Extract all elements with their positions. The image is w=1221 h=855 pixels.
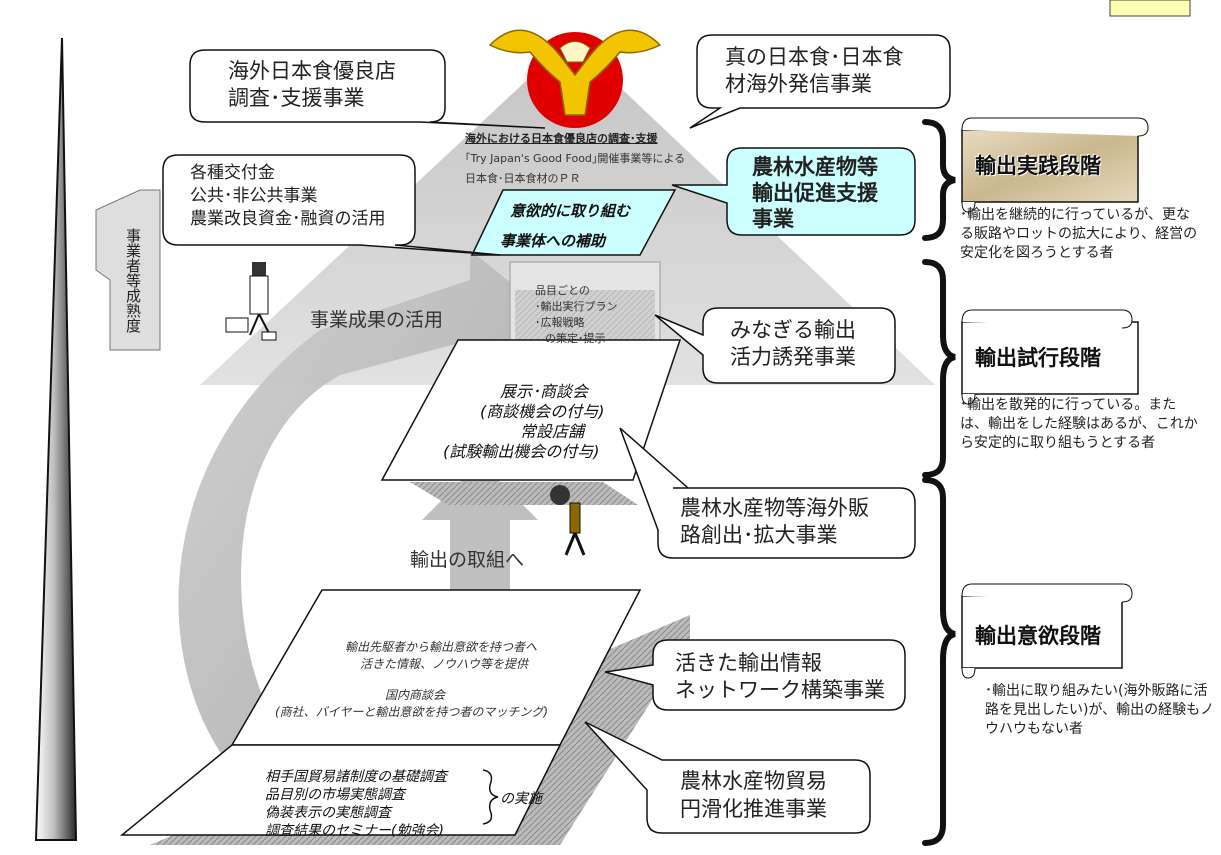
callout-trade-smoothing-line2: 円滑化推進事業 xyxy=(680,797,827,821)
callout-true-food-line1: 真の日本食･日本食 xyxy=(725,45,904,69)
exhibit-line-3: 常設店舗 xyxy=(520,422,585,441)
callout-true-food-line2: 材海外発信事業 xyxy=(725,72,872,96)
callout-vitality-line1: みなぎる輸出 xyxy=(730,318,856,342)
brace-trial xyxy=(922,259,956,478)
survey-line-3: 偽装表示の実態調査 xyxy=(265,805,391,821)
outcome-arrow xyxy=(178,250,545,805)
survey-line-4: 調査結果のセミナー(勉強会) xyxy=(265,823,444,839)
stage-intent-desc: ･輸出に取り組みたい(海外販路に活路を見出したい)が、輸出の経験もノウハウもない… xyxy=(985,683,1215,737)
pyramid-top-heading: 海外における日本食優良店の調査･支援 xyxy=(465,132,658,145)
maturity-bar xyxy=(34,37,78,841)
exhibit-box xyxy=(380,339,682,481)
plan-line-1: 品目ごとの xyxy=(535,284,590,297)
callout-market-creation-line1: 農林水産物等海外販 xyxy=(680,496,869,520)
exhibit-line-4: (試験輸出機会の付与) xyxy=(443,442,600,461)
callout-overseas-shop-line1: 海外日本食優良店 xyxy=(228,59,396,83)
callout-grants-line2: 公共･非公共事業 xyxy=(190,186,318,206)
survey-line-1: 相手国貿易諸制度の基礎調査 xyxy=(265,769,447,785)
survey-bracket xyxy=(482,769,499,825)
plan-line-2: ･輸出実行プラン xyxy=(535,300,618,313)
exhibit-box-shadow xyxy=(410,482,638,505)
pyramid-top-line1: ｢Try Japan's Good Food｣開催事業等による xyxy=(465,152,686,165)
brace-practice xyxy=(922,119,956,241)
callout-vitality-line2: 活力誘発事業 xyxy=(730,345,856,369)
stage-trial-title: 輸出試行段階 xyxy=(975,346,1101,370)
survey-suffix: の実施 xyxy=(500,791,542,807)
base-line-1: 輸出先駆者から輸出意欲を持つ者へ xyxy=(345,640,538,654)
callout-market-creation-line2: 路創出･拡大事業 xyxy=(680,523,838,547)
eagle-icon xyxy=(488,29,662,116)
base-line-2: 活きた情報、ノウハウ等を提供 xyxy=(360,657,529,671)
callout-export-promotion-line2: 輸出促進支援 xyxy=(752,181,878,205)
callout-export-promotion xyxy=(671,147,916,236)
scroll-trial xyxy=(961,309,1139,405)
base-line-4: (商社、バイヤーと輸出意欲を持つ者のマッチング) xyxy=(275,705,549,719)
stage-practice-title: 輸出実践段階 xyxy=(975,154,1101,178)
callout-network-line1: 活きた輸出情報 xyxy=(675,651,822,675)
pyramid-top-line2: 日本食･日本食材のＰＲ xyxy=(465,172,581,185)
exhibit-line-2: (商談機会の付与) xyxy=(480,402,605,421)
base-line-3: 国内商談会 xyxy=(385,688,446,702)
callout-market-creation xyxy=(619,427,916,559)
callout-grants-line3: 農業改良資金･融資の活用 xyxy=(190,209,386,229)
survey-line-2: 品目別の市場実態調査 xyxy=(265,787,405,803)
maturity-callout xyxy=(95,189,161,351)
scroll-intent xyxy=(961,583,1133,679)
callout-export-promotion-line1: 農林水産物等 xyxy=(752,155,878,179)
stage-trial-desc: ･輸出を散発的に行っている。または、輸出をした経験はあるが、これから安定的に取り… xyxy=(960,397,1198,451)
stage-practice-desc: ･輸出を継続的に行っているが、更なる販路やロットの拡大により、経営の安定化を図ろ… xyxy=(960,207,1198,261)
climbing-person-icon xyxy=(550,485,586,556)
plan-line-4: の策定･提示 xyxy=(545,332,606,345)
callout-trade-smoothing xyxy=(584,721,871,834)
brace-intent xyxy=(922,477,956,846)
outcome-arrow-label: 事業成果の活用 xyxy=(310,309,444,331)
callout-true-japanese-food xyxy=(689,34,951,129)
maturity-label: 事業者等成熟度 xyxy=(124,228,142,333)
subsidy-box-line2: 事業体への補助 xyxy=(500,232,606,250)
callout-grants-line1: 各種交付金 xyxy=(190,163,275,183)
survey-box xyxy=(119,744,562,836)
callout-grants xyxy=(162,154,501,256)
stage-intent-title: 輸出意欲段階 xyxy=(975,624,1101,648)
callout-overseas-shop-line2: 調査･支援事業 xyxy=(228,86,365,110)
scroll-practice xyxy=(961,117,1149,213)
export-arrow-label: 輸出の取組へ xyxy=(410,549,525,571)
exhibit-line-1: 展示･商談会 xyxy=(500,382,589,401)
callout-trade-smoothing-line1: 農林水産物貿易 xyxy=(680,769,827,793)
subsidy-box xyxy=(470,189,677,256)
office-worker-icon xyxy=(225,262,277,341)
callout-export-promotion-line3: 事業 xyxy=(752,207,794,231)
plan-line-3: ･広報戦略 xyxy=(535,316,585,329)
corner-note-fragment xyxy=(1109,0,1191,17)
callout-network xyxy=(604,639,906,711)
callout-overseas-shop xyxy=(189,49,546,129)
callout-network-line2: ネットワーク構築事業 xyxy=(675,678,885,702)
subsidy-box-line1: 意欲的に取り組む xyxy=(510,202,631,220)
callout-vitality xyxy=(654,307,896,384)
